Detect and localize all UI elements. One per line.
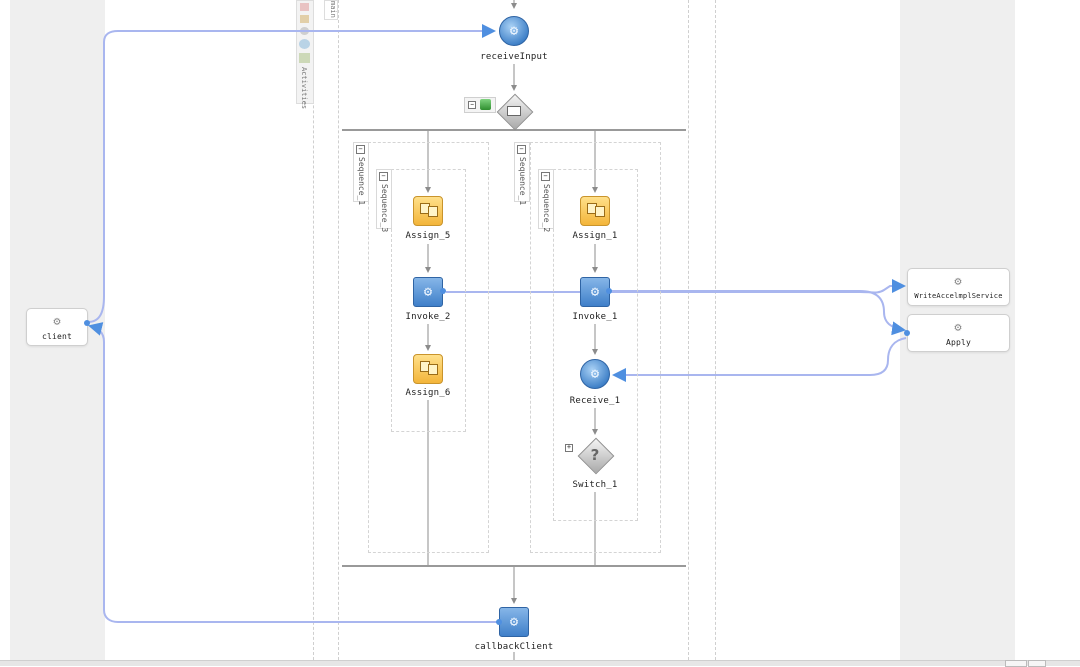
assign-doc-icon xyxy=(595,206,605,217)
link-callback-to-client xyxy=(88,322,500,623)
gear-icon: ⚙ xyxy=(590,284,600,300)
write-service-label: WriteAccelmplService xyxy=(914,292,1003,300)
link-invoke2-to-service xyxy=(446,279,906,294)
palette-icon-e[interactable] xyxy=(299,53,310,63)
flow-branch-icon xyxy=(507,106,521,116)
link-client-to-receiveinput xyxy=(87,24,496,323)
assign-5-label: Assign_5 xyxy=(405,231,451,241)
scope-border-inner-right xyxy=(688,0,689,665)
partner-link-write-service[interactable]: ⚙ WriteAccelmplService xyxy=(907,268,1010,306)
sequence-label: Sequence_1 xyxy=(518,157,527,206)
assign-doc-icon xyxy=(428,206,438,217)
sequence-label: Sequence_1 xyxy=(357,157,366,206)
invoke-1-activity[interactable]: ⚙ xyxy=(580,277,610,307)
invoke-2-label: Invoke_2 xyxy=(405,312,451,322)
scope-border-right xyxy=(715,0,716,665)
scope-border-inner-left xyxy=(338,0,339,665)
assign-5-activity[interactable] xyxy=(413,196,443,226)
palette-vertical-label: Activities xyxy=(300,67,308,110)
partner-link-apply[interactable]: ⚙ Apply xyxy=(907,314,1010,352)
collapse-icon[interactable]: − xyxy=(541,172,550,181)
gear-icon: ⚙ xyxy=(53,314,61,328)
sequence-label: Sequence_3 xyxy=(380,184,389,233)
receive-1-label: Receive_1 xyxy=(569,396,621,406)
palette-icon-a[interactable] xyxy=(300,3,309,11)
client-label: client xyxy=(41,332,73,341)
sequence-1-right-tab[interactable]: − Sequence_1 xyxy=(514,142,530,206)
invoke-1-port[interactable] xyxy=(606,288,612,294)
flow-toolbar[interactable]: − xyxy=(464,97,496,113)
callback-client-activity[interactable]: ⚙ xyxy=(499,607,529,637)
collapse-icon[interactable]: − xyxy=(468,101,476,109)
flow-add-icon[interactable] xyxy=(480,99,491,110)
gear-icon: ⚙ xyxy=(590,366,600,382)
switch-expand-icon[interactable]: + xyxy=(565,443,573,452)
invoke-1-label: Invoke_1 xyxy=(572,312,618,322)
invoke-2-activity[interactable]: ⚙ xyxy=(413,277,443,307)
assign-6-activity[interactable] xyxy=(413,354,443,384)
assign-1-activity[interactable] xyxy=(580,196,610,226)
sequence-1-right-box xyxy=(530,142,661,553)
apply-label: Apply xyxy=(945,338,972,347)
sequence-1-left-box xyxy=(368,142,489,553)
partner-link-client[interactable]: ⚙ client xyxy=(26,308,88,346)
client-port[interactable] xyxy=(84,320,90,326)
horizontal-scrollbar[interactable] xyxy=(0,660,1080,666)
switch-question-icon: ? xyxy=(590,446,600,464)
apply-port[interactable] xyxy=(904,330,910,336)
gear-icon: ⚙ xyxy=(954,274,962,288)
sequence-label: Sequence_2 xyxy=(542,184,551,233)
receive-input-activity[interactable]: ⚙ xyxy=(499,16,529,46)
assign-1-label: Assign_1 xyxy=(572,231,618,241)
assign-6-label: Assign_6 xyxy=(405,388,451,398)
gear-icon: ⚙ xyxy=(954,320,962,334)
receive-input-label: receiveInput xyxy=(480,52,548,62)
sequence-1-left-tab[interactable]: − Sequence_1 xyxy=(353,142,369,206)
palette-icon-d[interactable] xyxy=(299,39,310,49)
collapse-icon[interactable]: − xyxy=(356,145,365,154)
scope-border-left xyxy=(313,0,314,665)
invoke-2-port[interactable] xyxy=(440,288,446,294)
gear-icon: ⚙ xyxy=(423,284,433,300)
collapse-icon[interactable]: − xyxy=(517,145,526,154)
callback-client-label: callbackClient xyxy=(474,642,554,652)
gear-icon: ⚙ xyxy=(509,23,519,39)
sequence-2-tab[interactable]: − Sequence_2 xyxy=(538,169,554,233)
sequence-3-box xyxy=(391,169,466,432)
palette-icon-b[interactable] xyxy=(300,15,309,23)
switch-1-label: Switch_1 xyxy=(572,480,618,490)
flow-join-bar xyxy=(342,565,686,567)
callback-client-port[interactable] xyxy=(496,619,502,625)
scrollbar-button[interactable] xyxy=(1028,660,1046,667)
sequence-2-box xyxy=(553,169,638,521)
link-invoke1-to-apply xyxy=(610,290,906,336)
sequence-3-tab[interactable]: − Sequence_3 xyxy=(376,169,392,233)
scrollbar-button[interactable] xyxy=(1005,660,1027,667)
gear-icon: ⚙ xyxy=(509,614,519,630)
collapse-icon[interactable]: − xyxy=(379,172,388,181)
link-apply-to-receive1 xyxy=(612,337,907,382)
palette-top-label: main xyxy=(324,0,338,20)
receive-1-activity[interactable]: ⚙ xyxy=(580,359,610,389)
assign-doc-icon xyxy=(428,364,438,375)
